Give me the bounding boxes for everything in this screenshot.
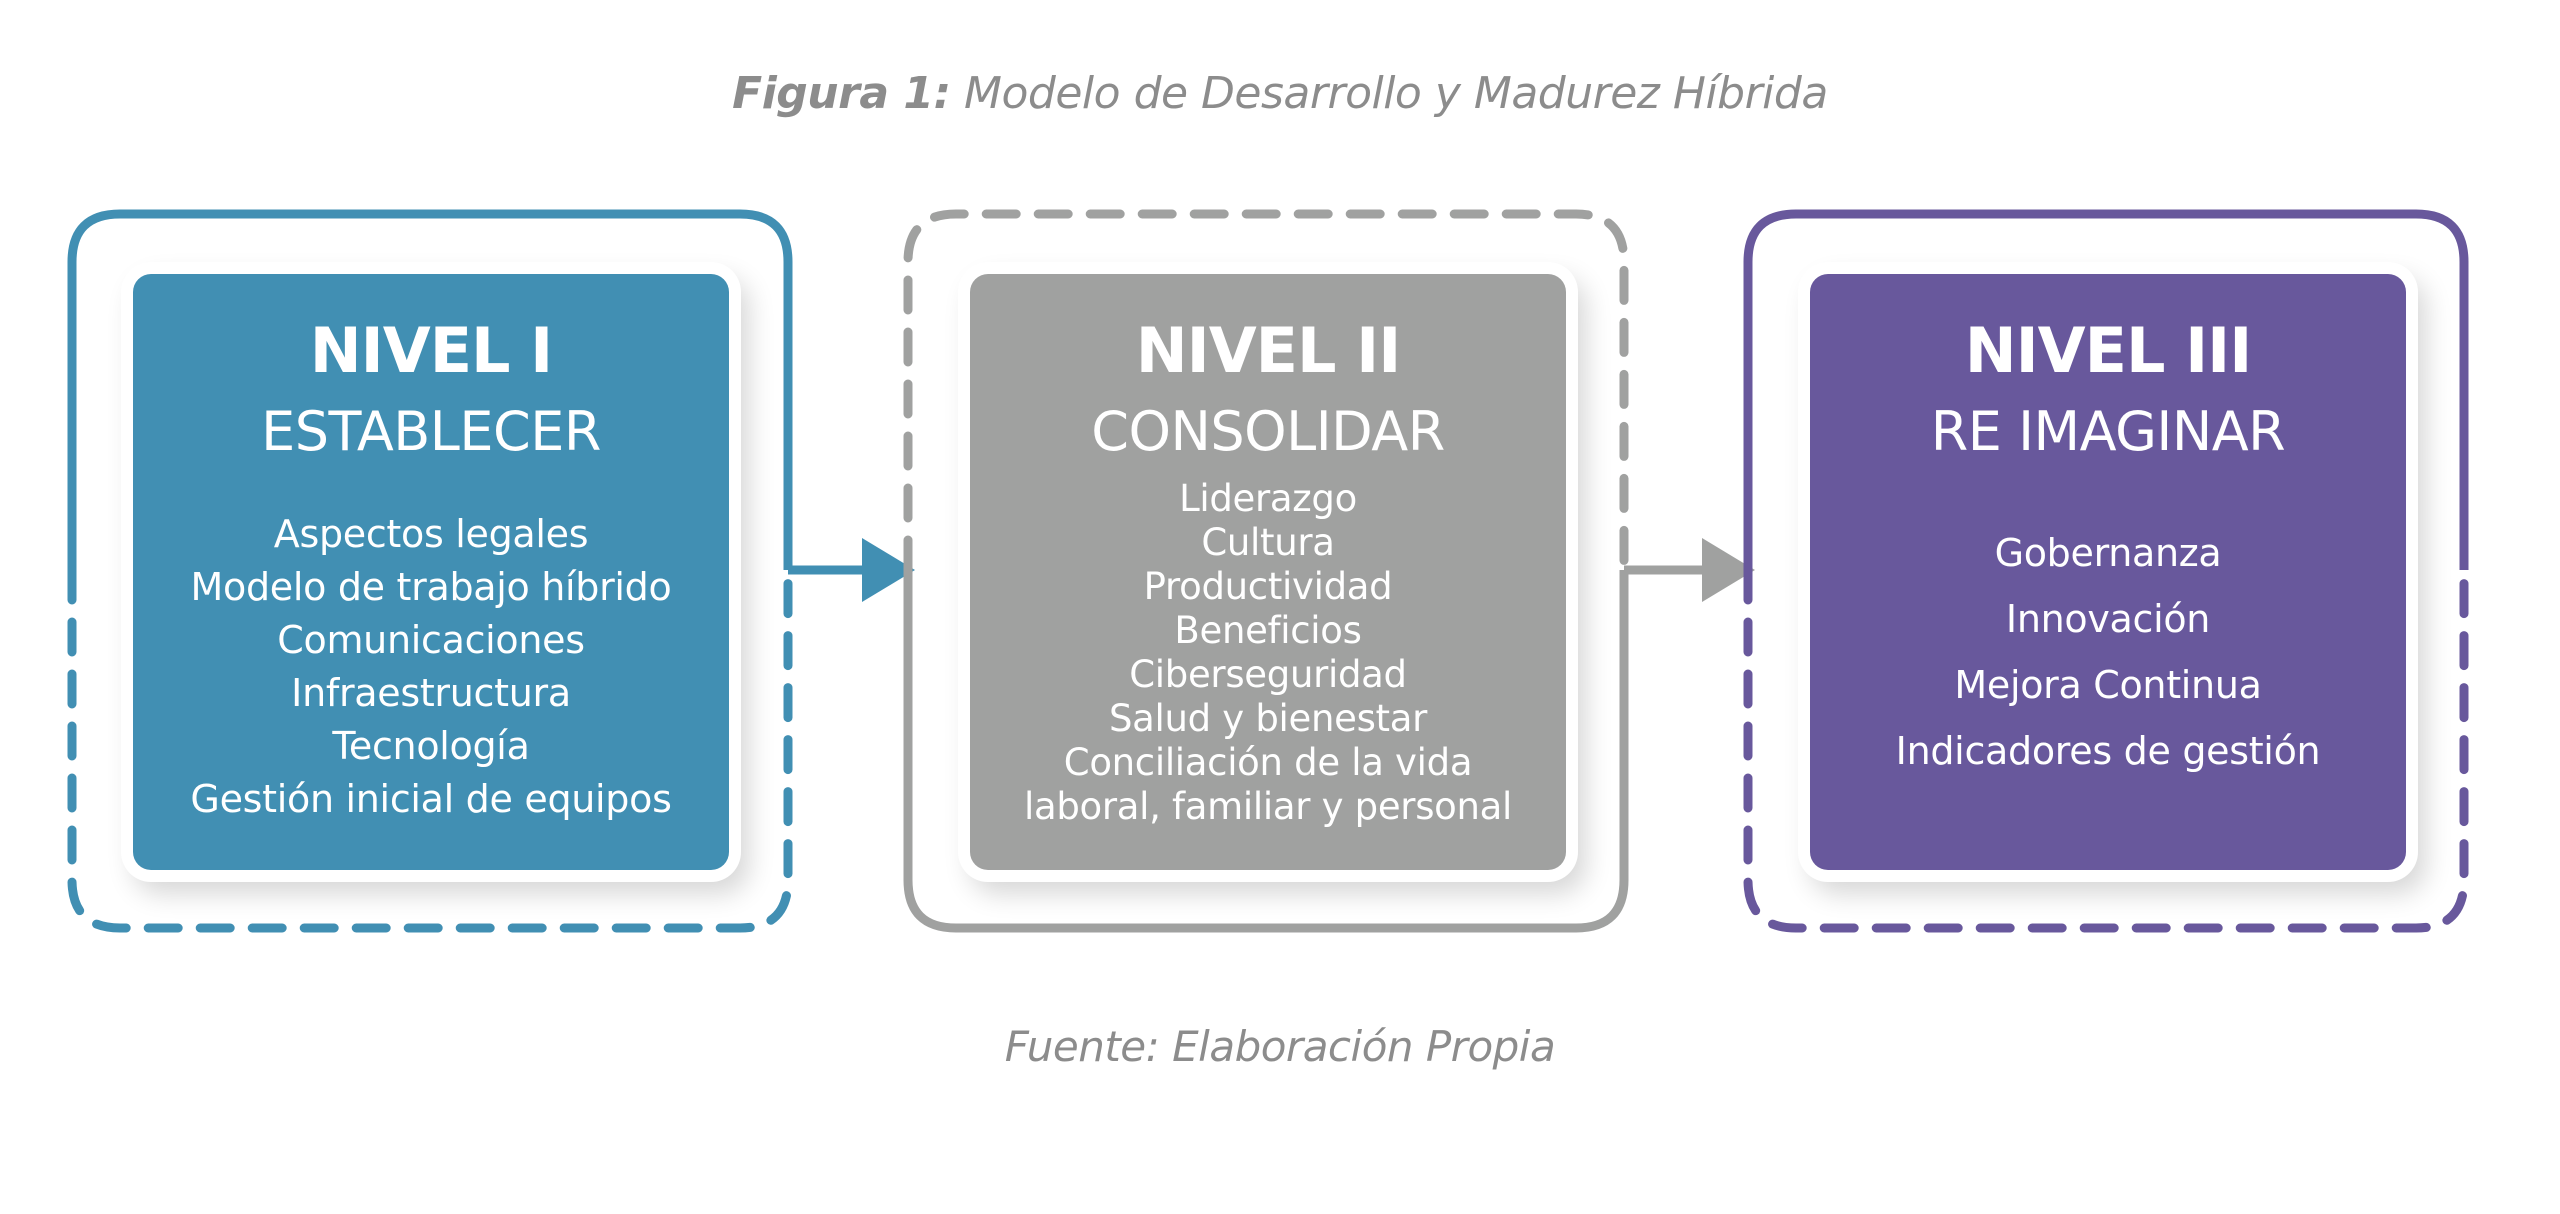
level1-frame-solid <box>67 209 793 570</box>
level-2-items: Liderazgo Cultura Productividad Benefici… <box>970 477 1566 829</box>
source-caption: Fuente: Elaboración Propia <box>1004 1022 1556 1071</box>
level-1-item: Aspectos legales <box>273 512 589 556</box>
arrow-1-head <box>862 538 915 602</box>
level-2-item: Cultura <box>1201 521 1335 564</box>
level2-frame-dashed <box>903 209 1629 575</box>
figure-caption-text: Modelo de Desarrollo y Madurez Híbrida <box>950 68 1828 119</box>
level-1-item: Comunicaciones <box>277 618 585 662</box>
level-2-item: laboral, familiar y personal <box>1023 785 1513 828</box>
level1-frame-dashed <box>67 565 793 933</box>
level-2-item: Salud y bienestar <box>1108 697 1428 740</box>
level-1-card: NIVEL I ESTABLECER Aspectos legales Mode… <box>133 274 729 870</box>
level-3-item: Mejora Continua <box>1954 663 2262 707</box>
level-1-item: Infraestructura <box>291 671 571 715</box>
figure-caption-label: Figura 1: <box>732 68 951 119</box>
level-2-title: NIVEL II <box>1135 314 1402 387</box>
level-3-subtitle: RE IMAGINAR <box>1930 400 2286 463</box>
level-1-items: Aspectos legales Modelo de trabajo híbri… <box>133 508 729 826</box>
level-2-item: Conciliación de la vida <box>1063 741 1473 784</box>
level3-frame-dashed <box>1743 565 2469 933</box>
level3-frame-solid <box>1743 209 2469 570</box>
arrow-2-head <box>1702 538 1755 602</box>
figure-caption: Figura 1: Modelo de Desarrollo y Madurez… <box>0 68 2560 119</box>
level-2-item: Liderazgo <box>1179 477 1357 520</box>
level-3-title: NIVEL III <box>1964 314 2253 387</box>
level-1-item: Tecnología <box>332 724 530 768</box>
level-3-item: Indicadores de gestión <box>1895 729 2321 773</box>
level-2-subtitle: CONSOLIDAR <box>1091 400 1445 463</box>
level-1-subtitle: ESTABLECER <box>261 400 601 463</box>
level-3-item: Gobernanza <box>1994 531 2222 575</box>
level-3-card: NIVEL III RE IMAGINAR Gobernanza Innovac… <box>1810 274 2406 870</box>
level-2-item: Ciberseguridad <box>1129 653 1407 696</box>
level-1-title: NIVEL I <box>309 314 553 387</box>
level-1-item: Gestión inicial de equipos <box>190 777 672 821</box>
level-1-item: Modelo de trabajo híbrido <box>190 565 672 609</box>
level-2-item: Productividad <box>1143 565 1393 608</box>
level-2-card: NIVEL II CONSOLIDAR Liderazgo Cultura Pr… <box>970 274 1566 870</box>
level-3-items: Gobernanza Innovación Mejora Continua In… <box>1810 520 2406 784</box>
level-2-item: Beneficios <box>1174 609 1362 652</box>
level-3-item: Innovación <box>2005 597 2211 641</box>
level2-frame-solid <box>903 570 1629 933</box>
